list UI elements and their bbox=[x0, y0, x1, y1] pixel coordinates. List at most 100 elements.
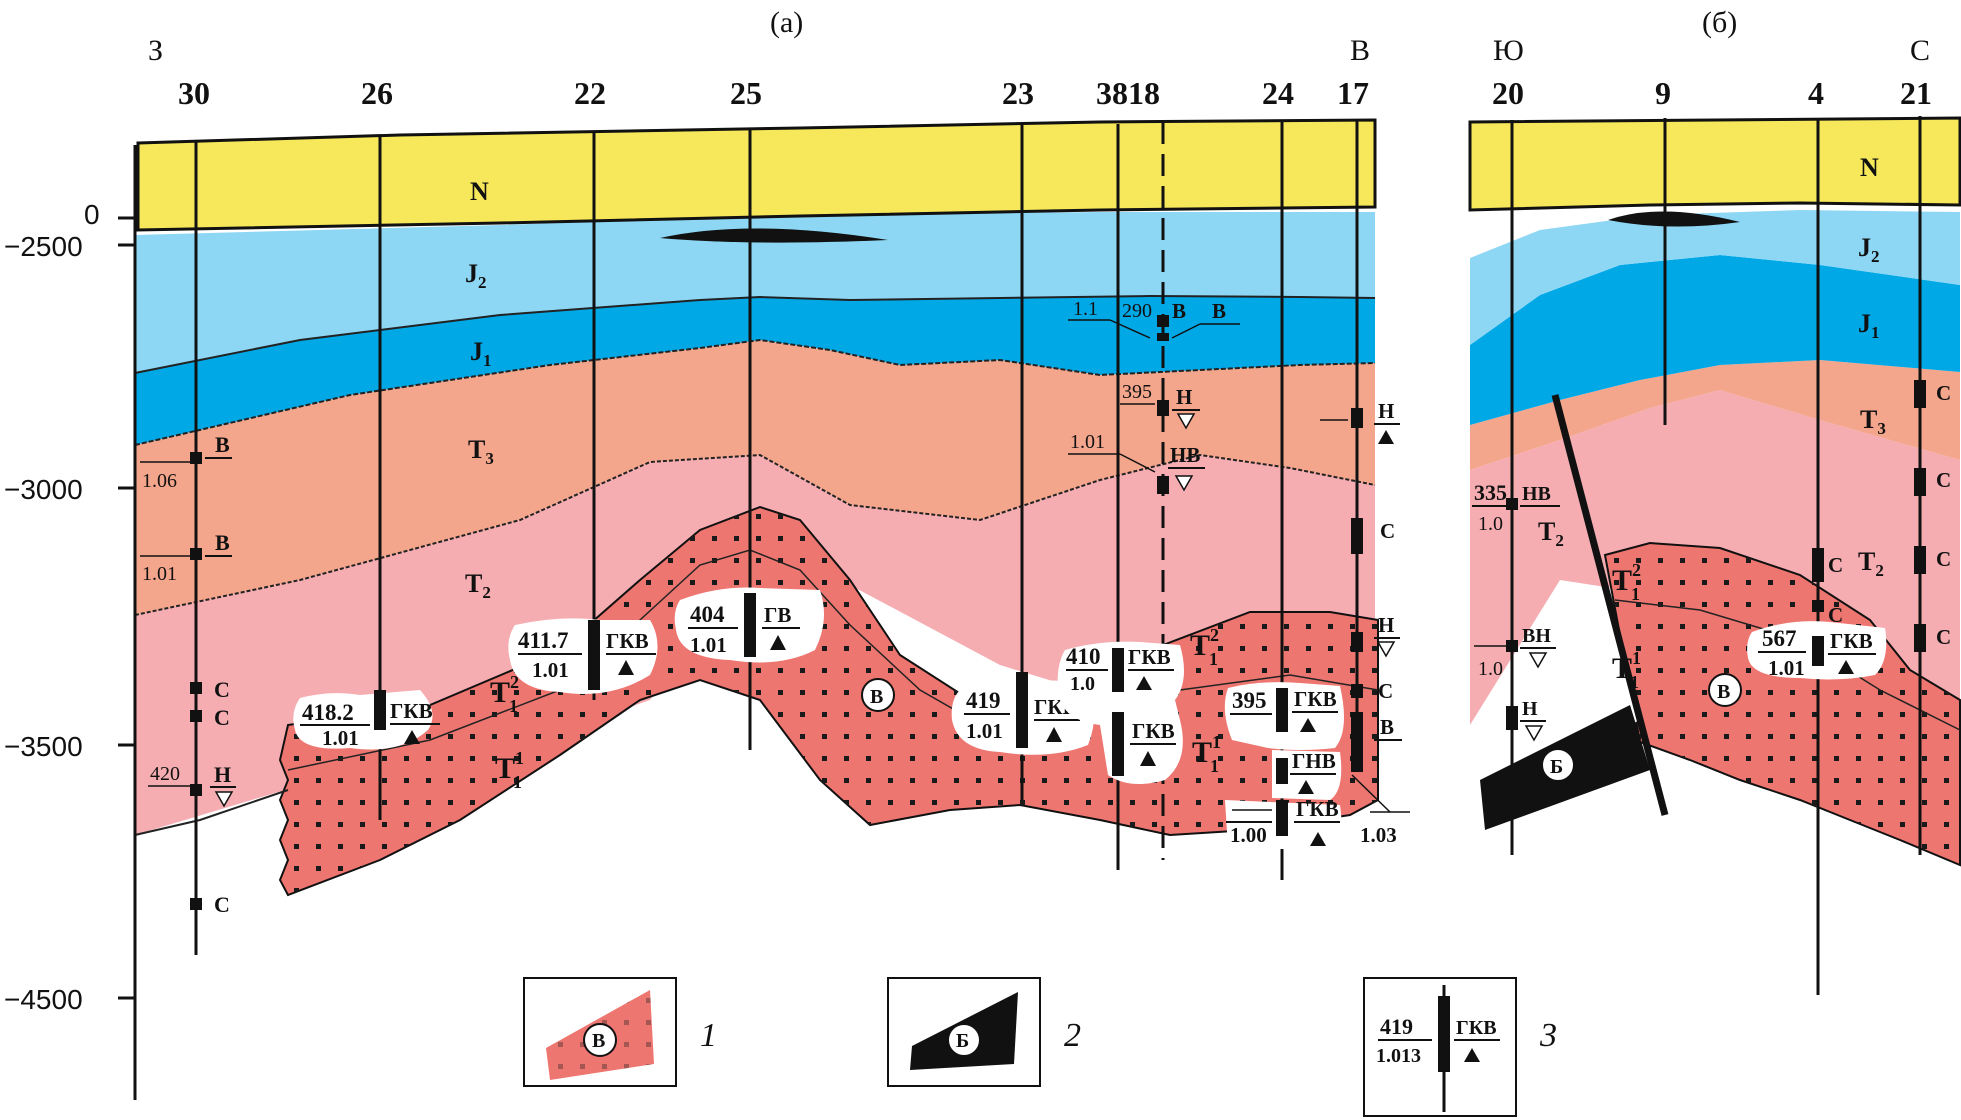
svg-text:395: 395 bbox=[1122, 381, 1152, 403]
label-J2-a: J2 bbox=[465, 259, 487, 292]
svg-text:ВН: ВН bbox=[1522, 625, 1551, 647]
svg-text:ГКВ: ГКВ bbox=[1830, 629, 1873, 653]
svg-text:НВ: НВ bbox=[1522, 483, 1551, 505]
layer-J1-fill-b bbox=[1470, 255, 1960, 425]
svg-text:1.0: 1.0 bbox=[1478, 513, 1503, 535]
svg-text:1.01: 1.01 bbox=[532, 658, 569, 682]
dir-east: В bbox=[1350, 34, 1370, 67]
svg-text:1.0: 1.0 bbox=[1478, 658, 1503, 680]
svg-text:ГКВ: ГКВ bbox=[1456, 1017, 1497, 1039]
layer-N-fill-b bbox=[1468, 116, 1961, 212]
svg-text:В: В bbox=[215, 530, 230, 555]
label-J1-b: J1 bbox=[1858, 309, 1880, 342]
svg-text:С: С bbox=[1936, 625, 1951, 649]
svg-text:1.01: 1.01 bbox=[322, 726, 359, 750]
label-T2-a: T2 bbox=[465, 569, 491, 602]
well-number-26: 26 bbox=[361, 75, 393, 111]
well-number-17: 17 bbox=[1337, 75, 1369, 111]
svg-text:Н: Н bbox=[1522, 698, 1538, 720]
svg-text:С: С bbox=[214, 677, 230, 702]
svg-text:1.01: 1.01 bbox=[966, 719, 1003, 743]
well-number-30: 30 bbox=[178, 75, 210, 111]
svg-text:ГКВ: ГКВ bbox=[1294, 687, 1337, 711]
svg-text:В: В bbox=[1172, 299, 1186, 323]
svg-text:395: 395 bbox=[1232, 688, 1267, 713]
block-v-b: В bbox=[1708, 673, 1742, 707]
svg-text:ГКВ: ГКВ bbox=[1296, 797, 1339, 821]
svg-text:418.2: 418.2 bbox=[302, 700, 354, 725]
well-24-annotations: 395 ГКВ ГНВ 1.00 ГКВ 1.03 bbox=[1224, 682, 1410, 850]
svg-text:В: В bbox=[870, 686, 883, 708]
panel-a bbox=[133, 118, 1379, 1100]
well-number-22: 22 bbox=[574, 75, 606, 111]
well-4-annotations: С С 567 1.01 ГКВ bbox=[1747, 548, 1887, 680]
well-number-23: 23 bbox=[1002, 75, 1034, 111]
svg-text:335: 335 bbox=[1474, 480, 1507, 505]
label-T3-b: T3 bbox=[1860, 405, 1886, 438]
svg-text:1.01: 1.01 bbox=[142, 563, 177, 585]
svg-text:290: 290 bbox=[1122, 300, 1152, 322]
svg-text:419: 419 bbox=[966, 688, 1001, 713]
svg-text:С: С bbox=[1378, 679, 1393, 703]
label-T2-b-right: T2 bbox=[1858, 547, 1884, 580]
label-J1-a: J1 bbox=[470, 337, 492, 370]
svg-text:С: С bbox=[1936, 468, 1951, 492]
svg-text:404: 404 bbox=[690, 602, 725, 627]
label-N-b: N bbox=[1860, 153, 1879, 182]
legend-number-3: 3 bbox=[1539, 1017, 1557, 1054]
label-T2-b-left: T2 bbox=[1538, 517, 1564, 550]
svg-text:В: В bbox=[1212, 299, 1226, 323]
legend-item-1: В 1 bbox=[523, 977, 717, 1087]
label-N-a: N bbox=[470, 177, 489, 206]
svg-text:1.03: 1.03 bbox=[1360, 823, 1397, 847]
legend: В 1 Б 2 419 1.013 ГКВ 3 bbox=[523, 977, 1557, 1117]
legend-item-2: Б 2 bbox=[887, 977, 1081, 1087]
well-17-annotations: Н С Н С В bbox=[1320, 399, 1402, 772]
boundary-T3-T2-a bbox=[134, 453, 1376, 616]
svg-text:В: В bbox=[215, 432, 230, 457]
svg-text:С: С bbox=[214, 705, 230, 730]
depth-axis: 0 −2500 −3000 −3500 −4500 bbox=[4, 199, 135, 1015]
depth-label-3000: −3000 bbox=[4, 474, 83, 505]
well-20-annotations: 335 1.0 НВ 1.0 ВН Н bbox=[1472, 480, 1560, 742]
label-T3-a: T3 bbox=[468, 435, 494, 468]
svg-text:В: В bbox=[592, 1030, 605, 1052]
svg-text:419: 419 bbox=[1380, 1014, 1413, 1039]
svg-text:ГКВ: ГКВ bbox=[1132, 719, 1175, 743]
svg-text:Н: Н bbox=[214, 762, 231, 787]
legend-number-1: 1 bbox=[700, 1017, 717, 1054]
label-J2-b: J2 bbox=[1858, 233, 1880, 266]
well-3818-annotations: 1.1 290 В В 395 Н 1.01 НВ 410 1.0 ГКВ ГК… bbox=[1057, 298, 1240, 784]
svg-text:С: С bbox=[1828, 603, 1843, 627]
dir-south: Ю bbox=[1493, 34, 1524, 67]
svg-text:ГНВ: ГНВ bbox=[1292, 749, 1336, 773]
svg-text:ГКВ: ГКВ bbox=[606, 629, 649, 653]
boundary-J1-T3-a bbox=[134, 338, 1376, 446]
panel-b bbox=[1468, 116, 1961, 995]
depth-label-2500: −2500 bbox=[4, 231, 83, 262]
well-26-annotations: 418.2 1.01 ГКВ bbox=[293, 690, 440, 750]
well-21-annotations: С С С С bbox=[1914, 380, 1951, 652]
depth-label-4500: −4500 bbox=[4, 984, 83, 1015]
svg-text:ГКВ: ГКВ bbox=[390, 699, 433, 723]
layer-T1-dots-b bbox=[1605, 543, 1960, 865]
svg-text:1.1: 1.1 bbox=[1073, 298, 1098, 320]
black-lens-b bbox=[1608, 211, 1740, 227]
svg-text:Н: Н bbox=[1378, 613, 1394, 637]
legend-item-3: 419 1.013 ГКВ 3 bbox=[1363, 977, 1557, 1117]
svg-text:1.06: 1.06 bbox=[142, 470, 177, 492]
svg-text:410: 410 bbox=[1066, 644, 1101, 669]
layer-J2-fill-b bbox=[1470, 210, 1960, 345]
layer-T1-dots-a bbox=[288, 507, 1378, 895]
svg-text:С: С bbox=[1380, 519, 1395, 543]
svg-text:С: С bbox=[1828, 553, 1843, 577]
well-numbers-a: 30 26 22 25 23 3818 24 17 bbox=[178, 75, 1369, 111]
svg-text:1.00: 1.00 bbox=[1230, 823, 1267, 847]
svg-text:1.01: 1.01 bbox=[1070, 431, 1105, 453]
